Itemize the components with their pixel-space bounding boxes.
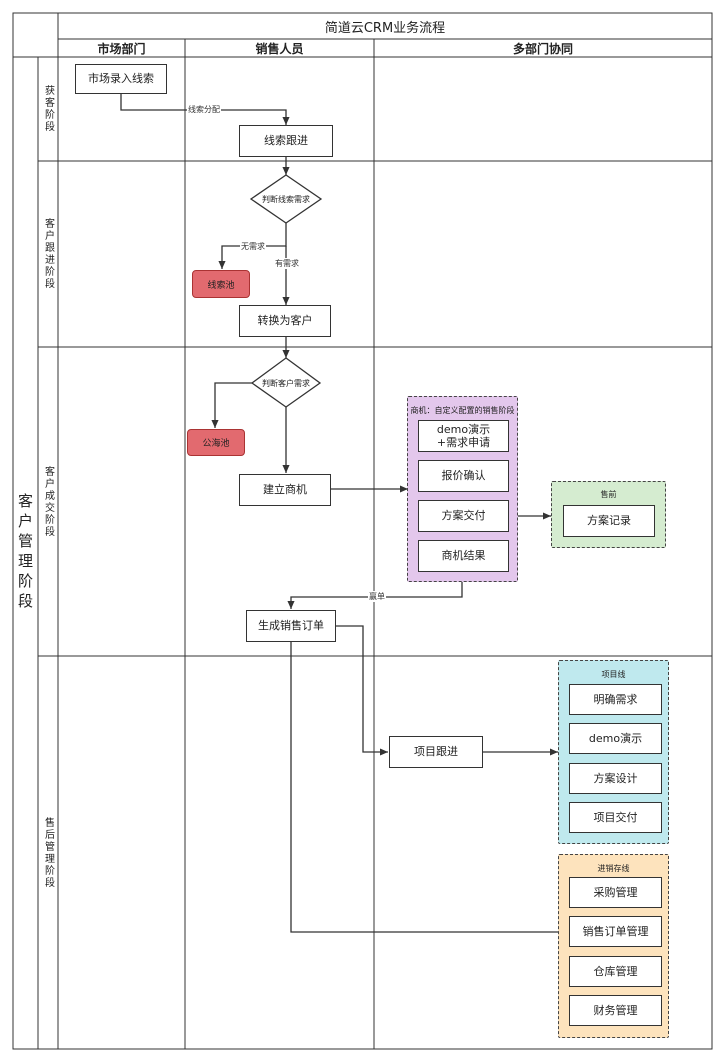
edge-order-to-inventory — [290, 642, 568, 936]
opportunity-item: 方案交付 — [418, 500, 509, 532]
node-convert-customer: 转换为客户 — [239, 305, 331, 337]
node-lead-follow: 线索跟进 — [239, 125, 333, 157]
node-project-follow: 项目跟进 — [389, 736, 483, 768]
stage-label-follow: 客户跟进阶段 — [42, 218, 54, 290]
group-presale-title: 售前 — [600, 490, 617, 499]
group-inventory-title: 进销存线 — [597, 864, 630, 873]
connectors — [120, 92, 568, 936]
node-market-entry: 市场录入线索 — [75, 64, 167, 94]
edge-label-no-need: 无需求 — [240, 241, 266, 252]
edge-label-lead-assign: 线索分配 — [187, 104, 221, 115]
group-opportunity-title: 商机：自定义配置的销售阶段 — [410, 406, 515, 415]
diagram-title: 简道云CRM业务流程 — [324, 20, 446, 36]
column-header-sales: 销售人员 — [255, 41, 304, 56]
inventory-item: 财务管理 — [569, 995, 662, 1026]
stage-label-acquire: 获客阶段 — [42, 85, 54, 133]
inventory-item: 仓库管理 — [569, 956, 662, 987]
column-header-market: 市场部门 — [97, 41, 146, 56]
node-sales-order: 生成销售订单 — [246, 610, 336, 642]
project-item: 明确需求 — [569, 684, 662, 715]
stage-label-aftersale: 售后管理阶段 — [42, 816, 54, 889]
outer-stage-label: 客户管理阶段 — [16, 493, 34, 613]
edge-label-won: 赢单 — [368, 591, 386, 602]
edge-order-to-project — [336, 625, 388, 756]
opportunity-item: demo演示 +需求申请 — [418, 420, 509, 452]
opportunity-item: 报价确认 — [418, 460, 509, 492]
group-project-title: 项目线 — [601, 670, 626, 679]
project-item: demo演示 — [569, 723, 662, 754]
presale-item: 方案记录 — [563, 505, 655, 537]
project-item: 方案设计 — [569, 763, 662, 794]
column-header-collab: 多部门协同 — [512, 41, 573, 56]
inventory-item: 销售订单管理 — [569, 916, 662, 947]
node-build-opportunity: 建立商机 — [239, 474, 331, 506]
judge-lead-diamond — [249, 174, 323, 224]
project-item: 项目交付 — [569, 802, 662, 833]
edge-judge-to-public — [211, 382, 252, 428]
node-lead-pool: 线索池 — [192, 270, 250, 298]
judge-customer-diamond — [250, 357, 322, 408]
node-public-pool: 公海池 — [187, 429, 245, 456]
opportunity-item: 商机结果 — [418, 540, 509, 572]
edge-label-has-need: 有需求 — [274, 258, 300, 269]
stage-label-deal: 客户成交阶段 — [42, 465, 54, 538]
inventory-item: 采购管理 — [569, 877, 662, 908]
swimlane-grid — [12, 12, 713, 1050]
